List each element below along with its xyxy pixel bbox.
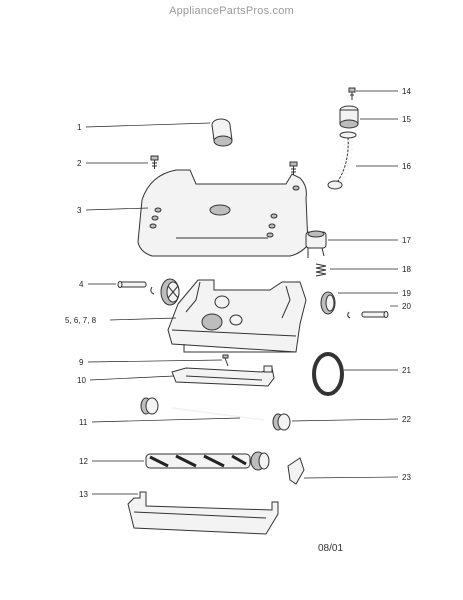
callout-14: 14 (402, 87, 411, 96)
part-22-end-cap (272, 413, 291, 431)
leader-5-8 (109, 317, 177, 321)
callout-15: 15 (402, 115, 411, 124)
leader-22 (291, 418, 399, 422)
part-2-screw (150, 155, 159, 169)
callout-23: 23 (402, 473, 411, 482)
part-11-shaft (171, 407, 265, 421)
callout-16: 16 (402, 162, 411, 171)
callout-1: 1 (77, 123, 82, 132)
callout-9: 9 (79, 358, 84, 367)
callout-13: 13 (79, 490, 88, 499)
cover-screw (289, 161, 298, 175)
part-16-hose (327, 131, 357, 190)
callout-2: 2 (77, 159, 82, 168)
part-13-bumper (127, 491, 279, 535)
part-4-axle (117, 281, 155, 295)
part-21-belt (312, 352, 344, 396)
callouts: 1 2 3 4 5, 6, 7, 8 9 10 11 12 13 14 15 1… (65, 87, 411, 499)
part-20-axle (347, 311, 389, 319)
part-1-hose-connector (211, 118, 233, 147)
leader-9 (87, 359, 223, 363)
revision-date: 08/01 (318, 543, 344, 554)
callout-17: 17 (402, 236, 411, 245)
callout-3: 3 (77, 206, 82, 215)
callout-19: 19 (402, 289, 411, 298)
site-watermark: AppliancePartsPros.com (169, 5, 294, 17)
base-left-wheel (160, 278, 180, 306)
part-5-8-base-assembly (167, 279, 307, 353)
leader-11 (91, 417, 241, 423)
part-18-spring (315, 263, 327, 277)
leader-1 (85, 122, 211, 128)
callout-18: 18 (402, 265, 411, 274)
part-12-brushroll (145, 451, 270, 471)
part-17-switch (305, 230, 327, 258)
leader-3 (85, 207, 149, 211)
part-14-screw (348, 87, 356, 100)
part-10-bottom-plate (171, 365, 275, 387)
callout-12: 12 (79, 457, 88, 466)
callout-11: 11 (79, 418, 88, 427)
callout-4: 4 (79, 280, 84, 289)
callout-5-8: 5, 6, 7, 8 (65, 316, 97, 325)
callout-20: 20 (402, 302, 411, 311)
callout-21: 21 (402, 366, 411, 375)
part-9-screw (222, 354, 229, 367)
part-23-bracket (287, 457, 305, 485)
callout-22: 22 (402, 415, 411, 424)
part-3-top-cover (137, 169, 309, 257)
brushroll-end-cap-left (140, 397, 159, 415)
leader-23 (303, 476, 399, 479)
part-15-hose-cuff (339, 105, 359, 129)
callout-10: 10 (77, 376, 86, 385)
leader-10 (89, 375, 175, 381)
part-19-wheel (320, 291, 336, 315)
